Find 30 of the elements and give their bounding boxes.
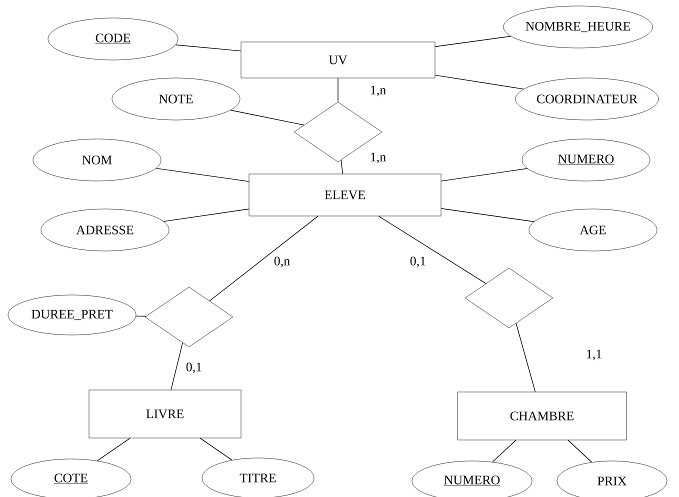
connector-line (136, 316, 146, 317)
connector-line (434, 74, 524, 90)
connector-line (96, 438, 130, 462)
entity-box: LIVRE (88, 390, 242, 438)
connector-line (200, 438, 232, 460)
entity-box: UV (240, 42, 436, 78)
connector-line (175, 44, 242, 52)
connector-line (434, 36, 512, 47)
connector-line (378, 216, 486, 284)
entity-box: ELEVE (248, 174, 442, 216)
relationship-diamond (144, 286, 234, 348)
entity-box: CHAMBRE (457, 392, 627, 440)
connector-line (163, 208, 250, 222)
cardinality-label: 0,1 (410, 256, 426, 268)
cardinality-label: 1,n (371, 86, 386, 96)
connector-line (492, 440, 516, 462)
connector-line (170, 342, 183, 390)
connector-line (156, 168, 250, 182)
connector-line (440, 208, 534, 222)
cardinality-label: 0,n (274, 256, 290, 268)
relationship-diamond (464, 268, 554, 328)
connector-line (568, 440, 592, 463)
connector-line (230, 110, 304, 126)
connector-line (340, 160, 343, 174)
connector-line (209, 216, 318, 302)
cardinality-label: 1,n (371, 152, 386, 164)
connector-line (440, 168, 528, 182)
cardinality-label: 1,1 (587, 350, 602, 360)
connector-line (516, 323, 536, 392)
cardinality-label: 0,1 (186, 362, 202, 374)
